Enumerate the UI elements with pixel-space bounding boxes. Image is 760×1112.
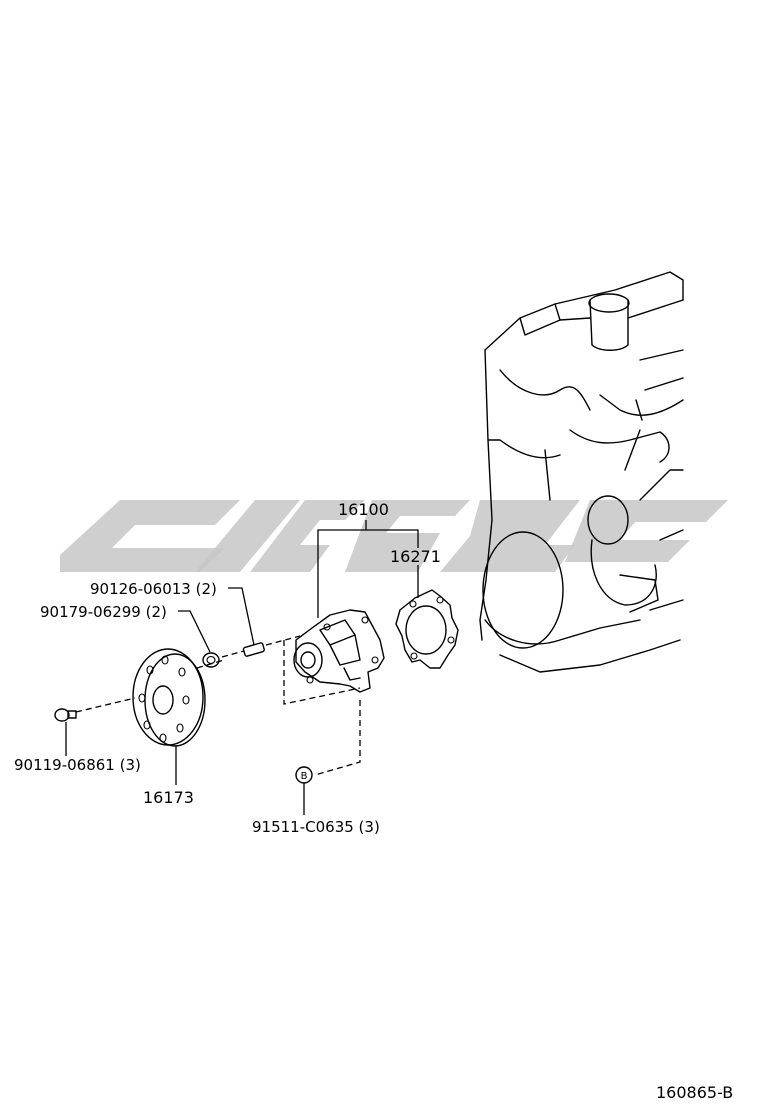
label-91511-c0635: 91511-C0635 (3) bbox=[252, 818, 380, 836]
pulley bbox=[75, 648, 225, 747]
leader-lines bbox=[65, 520, 419, 815]
marker-b-label: B bbox=[301, 771, 308, 782]
label-90119-06861: 90119-06861 (3) bbox=[14, 756, 141, 774]
label-16100: 16100 bbox=[338, 500, 389, 519]
engine-block bbox=[479, 271, 684, 673]
label-90126-06013: 90126-06013 (2) bbox=[90, 580, 217, 598]
water-pump bbox=[283, 609, 385, 776]
label-16173: 16173 bbox=[143, 788, 194, 807]
label-16271: 16271 bbox=[390, 547, 441, 566]
label-90179-06299: 90179-06299 (2) bbox=[40, 603, 167, 621]
bolt bbox=[54, 708, 77, 722]
watermark bbox=[60, 500, 728, 572]
figure-code: 160865-B bbox=[656, 1083, 733, 1102]
gasket bbox=[395, 589, 459, 669]
stud-bolt bbox=[242, 635, 301, 657]
marker-b: B bbox=[295, 766, 313, 784]
